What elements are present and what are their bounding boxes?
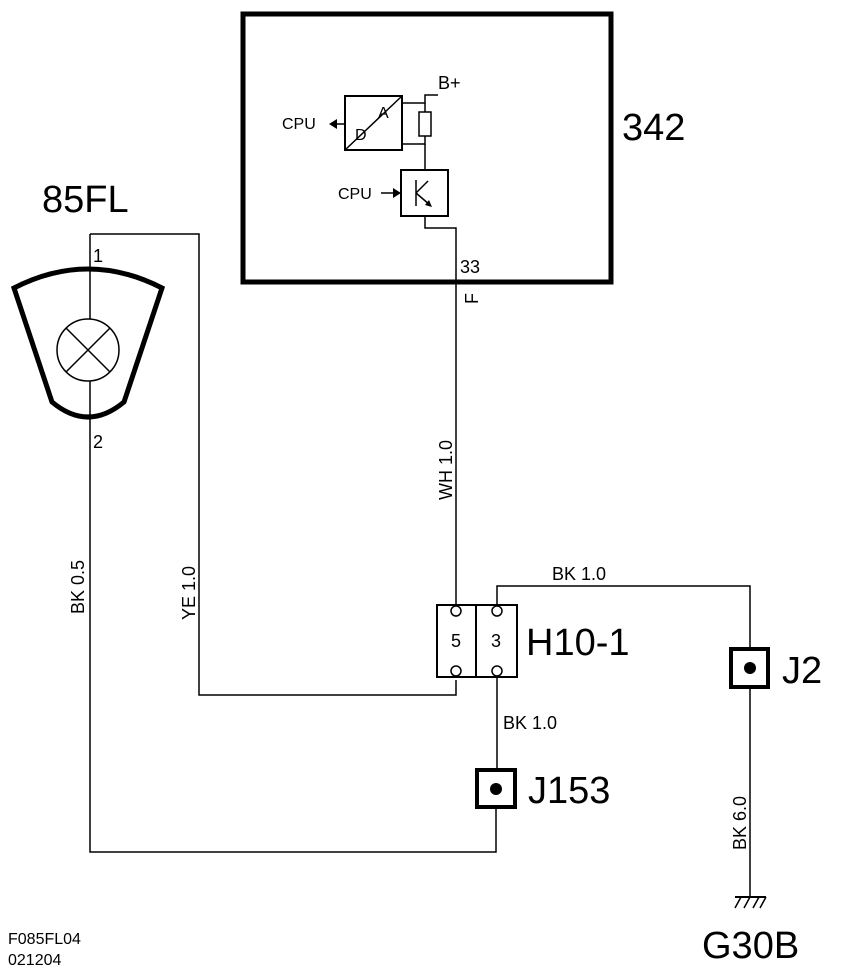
wire-ye-label: YE 1.0 [179, 566, 199, 620]
lamp-pin1-label: 1 [93, 246, 103, 266]
wire-ye [90, 233, 457, 696]
bulb-icon [56, 318, 120, 382]
connector-pin5-label: 5 [451, 631, 461, 651]
wire-bk05-label: BK 0.5 [68, 560, 88, 614]
module-342-box [240, 11, 614, 285]
wire-wh-label: WH 1.0 [436, 440, 456, 500]
splice-j2-label: J2 [782, 650, 822, 692]
resistor [418, 111, 432, 137]
arrow-left-icon [329, 119, 337, 129]
pin-code-label: F [462, 293, 482, 304]
ad-converter: A D [344, 95, 403, 151]
pin-33-label: 33 [460, 257, 480, 277]
lamp-label: 85FL [42, 179, 129, 221]
wire-bk10-top [496, 585, 751, 650]
arrow-right-icon [393, 188, 401, 198]
connector-h10-1 [436, 604, 518, 678]
supply-label: B+ [438, 73, 461, 93]
splice-j153-label: J153 [528, 770, 610, 812]
diagram-date: 021204 [8, 952, 61, 969]
splice-j2 [729, 647, 770, 689]
splice-j153 [475, 768, 517, 809]
cpu-output-label: CPU [282, 116, 316, 133]
transistor [400, 169, 449, 217]
wire-bk05 [89, 455, 497, 853]
diagram-code: F085FL04 [8, 931, 81, 948]
cpu-input-label: CPU [338, 186, 372, 203]
lamp-pin2-label: 2 [93, 432, 103, 452]
ground-icon [734, 896, 767, 909]
connector-label: H10-1 [526, 622, 630, 664]
module-342-label: 342 [622, 107, 685, 149]
wire-bk10-mid-label: BK 1.0 [503, 713, 557, 733]
lamp-body [10, 266, 166, 420]
svg-text:A: A [378, 105, 389, 122]
wire-bk60-label: BK 6.0 [730, 796, 750, 850]
connector-pin3-label: 3 [491, 631, 501, 651]
ground-label: G30B [702, 925, 799, 967]
wire-bk10-top-label: BK 1.0 [552, 564, 606, 584]
svg-text:D: D [355, 127, 367, 144]
